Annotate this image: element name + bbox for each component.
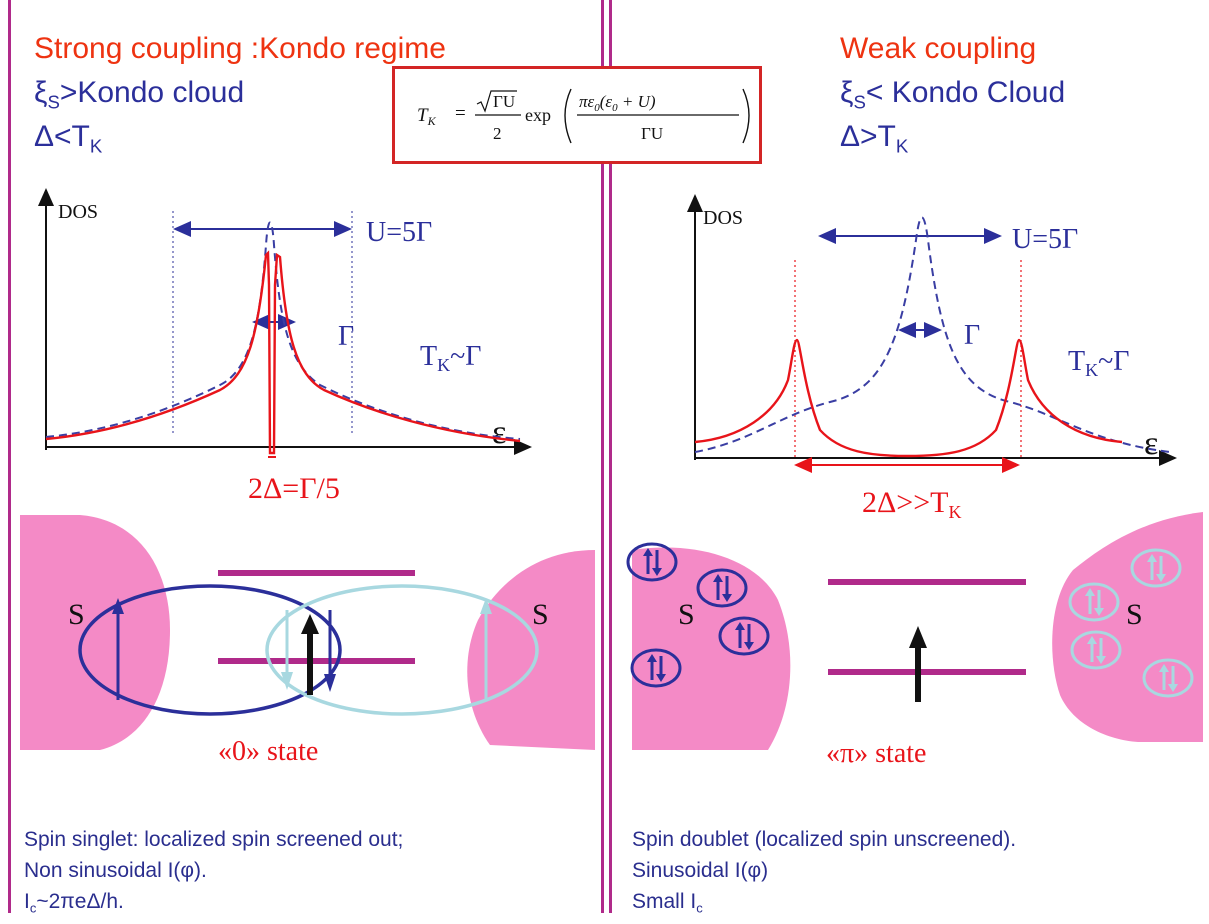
formula-num-tail: + U) — [618, 92, 656, 111]
right-epsilon-label: ε — [1144, 425, 1158, 462]
right-tk-label: TK~Γ — [1068, 346, 1129, 380]
left-dos-plot: DOS ε U=5Γ Γ TK~Γ 2Δ=Γ/5 — [38, 188, 532, 505]
right-condition-xi: ξS< Kondo Cloud — [840, 76, 1065, 114]
left-desc-line1: Spin singlet: localized spin screened ou… — [24, 828, 404, 851]
right-panel-left-superconductor-blob — [632, 547, 791, 750]
xi-subscript: S — [47, 91, 60, 113]
left-condition-xi: ξS>Kondo cloud — [34, 76, 244, 114]
delta-relation: Δ<T — [34, 120, 90, 153]
normal-state-dos-curve — [45, 221, 521, 440]
right-description: Spin doublet (localized spin unscreened)… — [632, 824, 1016, 924]
right-u-label: U=5Γ — [1012, 224, 1078, 255]
right-condition-delta: Δ>TK — [840, 120, 908, 158]
xi-symbol-right: ξ — [840, 76, 854, 109]
zero-state-label: «0» state — [218, 736, 318, 767]
left-superconductor-blob — [20, 515, 170, 750]
formula-exp: exp — [525, 105, 551, 125]
formula-denominator-2: ΓU — [641, 124, 663, 143]
paren-right — [742, 88, 750, 144]
xi-relation: >Kondo cloud — [59, 76, 245, 109]
gamma-label: Γ — [338, 321, 354, 352]
svg-text:TK: TK — [417, 105, 437, 128]
right-panel-left-s-label: S — [678, 598, 695, 631]
right-gamma-label: Γ — [964, 320, 980, 351]
formula-num-b: (ε — [600, 92, 613, 111]
right-gap-label: 2Δ>>TK — [862, 486, 961, 522]
right-desc-line1: Spin doublet (localized spin unscreened)… — [632, 828, 1017, 851]
tk-subscript-right: K — [895, 135, 909, 157]
unscreened-spin-up-icon — [909, 626, 927, 648]
sqrt-sign — [476, 90, 517, 113]
singlet-ellipse-right — [265, 584, 539, 716]
spin-down-cyan-icon — [281, 672, 293, 690]
left-description: Spin singlet: localized spin screened ou… — [24, 824, 403, 924]
formula-num-a: πε — [579, 92, 595, 111]
right-superconducting-dos-curve — [694, 338, 1123, 458]
kondo-temperature-formula: TK = ΓU 2 exp πε0(ε0 + U) ΓU — [417, 88, 750, 144]
right-junction-diagram: S S «π» state — [626, 512, 1203, 769]
right-dos-plot: DOS ε U=5Γ Γ TK~Γ 2Δ>>TK — [687, 194, 1177, 522]
xi-relation-right: < Kondo Cloud — [865, 76, 1066, 109]
epsilon-label: ε — [492, 414, 506, 451]
right-desc-line3: Small Ic — [632, 890, 703, 916]
pi-state-label: «π» state — [826, 738, 926, 769]
right-dos-axis-label: DOS — [703, 207, 743, 229]
localized-spin-up-icon — [301, 614, 319, 634]
center-divider-b — [609, 0, 612, 913]
right-superconductor-blob — [467, 550, 595, 750]
xi-symbol: ξ — [34, 76, 48, 109]
right-normal-state-dos-curve — [694, 216, 1171, 453]
tk-label: TK~Γ — [420, 341, 481, 375]
right-s-label: S — [532, 598, 549, 631]
left-border — [8, 0, 11, 913]
xi-subscript-right: S — [853, 91, 866, 113]
formula-num-sub: 0 — [594, 102, 600, 114]
formula-num-sub2: 0 — [612, 102, 618, 114]
left-title: Strong coupling :Kondo regime — [34, 32, 446, 66]
left-s-label: S — [68, 598, 85, 631]
formula-equals: = — [455, 103, 466, 124]
formula-lhs: T — [417, 105, 429, 126]
formula-lhs-sub: K — [427, 114, 437, 128]
dos-axis-label: DOS — [58, 201, 98, 223]
center-divider-a — [601, 0, 604, 913]
paren-left — [564, 88, 572, 144]
singlet-ellipse-left — [78, 584, 342, 716]
tk-subscript: K — [89, 135, 103, 157]
right-desc-line2: Sinusoidal I(φ) — [632, 859, 769, 882]
spin-up-right-icon — [480, 598, 492, 614]
left-condition-delta: Δ<TK — [34, 120, 102, 158]
superconducting-dos-curve — [45, 250, 521, 455]
u-label: U=5Γ — [366, 217, 432, 248]
delta-relation-right: Δ>T — [840, 120, 896, 153]
gap-label: 2Δ=Γ/5 — [248, 472, 340, 505]
formula-sqrt-arg: ΓU — [493, 92, 515, 111]
left-desc-line2: Non sinusoidal I(φ). — [24, 859, 207, 882]
svg-text:πε0(ε0 + U): πε0(ε0 + U) — [579, 92, 656, 114]
spin-up-left-icon — [112, 598, 124, 614]
formula-denominator: 2 — [493, 124, 502, 143]
right-title-text: Weak coupling — [840, 32, 1037, 65]
right-panel-right-s-label: S — [1126, 598, 1143, 631]
spin-down-navy-icon — [324, 674, 336, 692]
right-title: Weak coupling — [840, 32, 1036, 66]
left-junction-diagram: S S «0» state — [20, 515, 595, 767]
kondo-temperature-formula-box: TK = ΓU 2 exp πε0(ε0 + U) ΓU — [392, 66, 762, 164]
left-desc-line3: Ic~2πeΔ/h. — [24, 890, 124, 916]
left-title-text: Strong coupling :Kondo regime — [34, 32, 446, 65]
